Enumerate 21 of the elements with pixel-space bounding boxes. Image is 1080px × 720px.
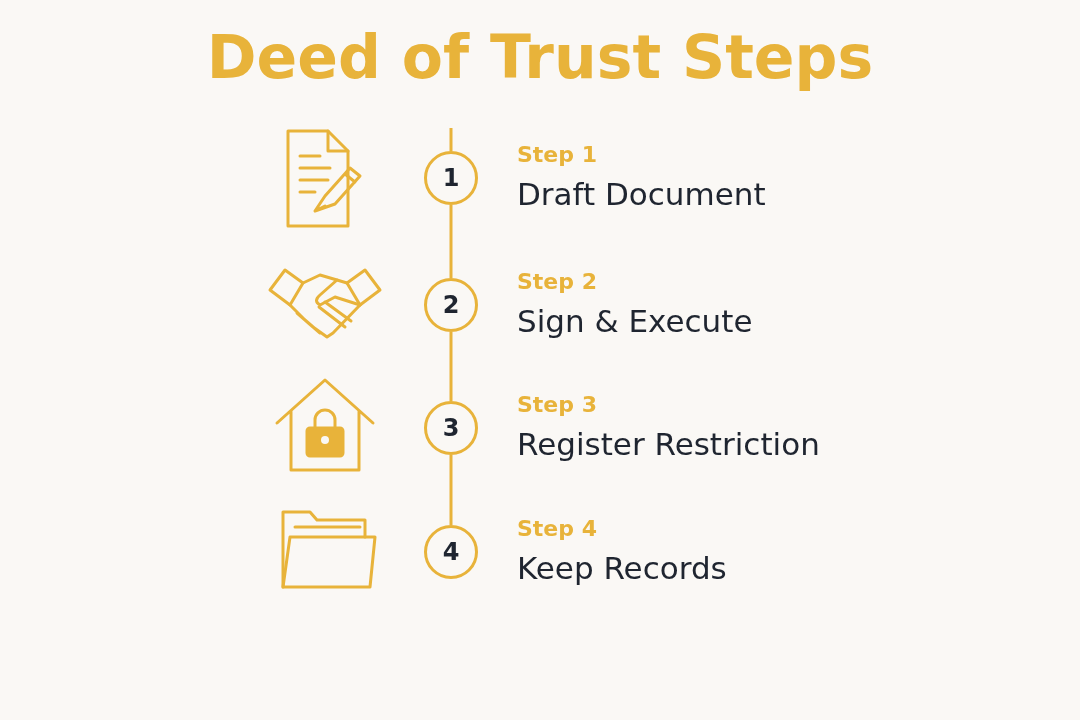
connector-line xyxy=(449,128,453,151)
connector-line xyxy=(449,455,453,525)
step-number: 3 xyxy=(442,414,460,442)
step-label: Step 4 xyxy=(517,516,597,541)
step-title: Sign & Execute xyxy=(517,303,753,339)
title: Deed of Trust Steps xyxy=(205,22,875,92)
step-number: 2 xyxy=(442,291,460,319)
step-title: Keep Records xyxy=(517,550,727,586)
step-title: Draft Document xyxy=(517,176,766,212)
step-circle xyxy=(424,525,478,579)
step-label: Step 3 xyxy=(517,392,597,417)
step-number: 4 xyxy=(442,538,460,566)
step-label: Step 2 xyxy=(517,269,597,294)
step-title: Register Restriction xyxy=(517,426,820,462)
connector-line xyxy=(449,332,453,401)
step-circle xyxy=(424,401,478,455)
step-label: Step 1 xyxy=(517,142,597,167)
step-circle xyxy=(424,151,478,205)
step-number: 1 xyxy=(442,164,460,192)
step-circle xyxy=(424,278,478,332)
connector-line xyxy=(449,205,453,278)
